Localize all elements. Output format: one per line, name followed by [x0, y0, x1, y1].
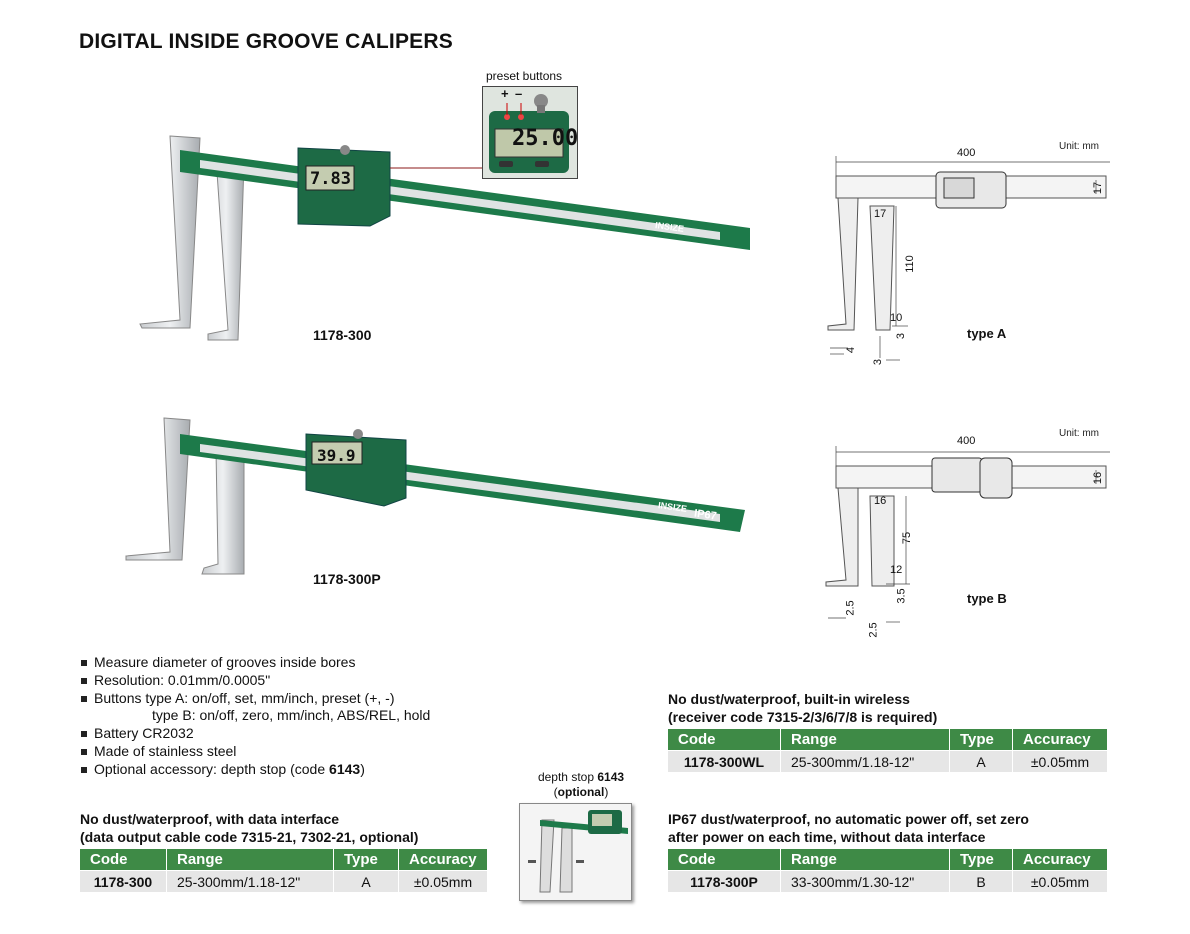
table-header-row: Code Range Type Accuracy — [668, 849, 1108, 871]
feature-item: Resolution: 0.01mm/0.0005" — [80, 672, 430, 690]
model-label-a: 1178-300 — [313, 327, 372, 343]
section-3-line1: IP67 dust/waterproof, no automatic power… — [668, 811, 1029, 827]
caliper-b-image — [125, 417, 745, 575]
unit-label-a: Unit: mm — [1059, 141, 1099, 152]
col-code: Code — [80, 849, 167, 871]
section-3-heading: IP67 dust/waterproof, no automatic power… — [668, 811, 1029, 846]
preset-buttons-label: preset buttons — [486, 69, 563, 83]
depth-stop-open: ( — [553, 785, 558, 799]
dim-a-thick: 17 — [1092, 181, 1105, 195]
dim-b-depth: 75 — [901, 531, 914, 545]
col-range: Range — [166, 849, 334, 871]
dim-a-t1: 4 — [845, 346, 858, 354]
caliper-b-lcd-readout: 39.9 — [317, 446, 356, 465]
dim-a-depth: 110 — [903, 255, 916, 273]
zoom-lcd-readout: 25.00 — [512, 126, 579, 151]
depth-stop-image — [519, 803, 632, 901]
cell-accuracy: ±0.05mm — [1012, 870, 1108, 892]
dim-a-t2: 3 — [872, 358, 885, 366]
col-accuracy: Accuracy — [398, 849, 488, 871]
accessory-close: ) — [360, 760, 365, 777]
feature-list: Measure diameter of grooves inside bores… — [80, 654, 430, 779]
dim-b-length: 400 — [957, 435, 976, 447]
depth-stop-caption: depth stop 6143 (optional) — [526, 770, 636, 800]
unit-label-b: Unit: mm — [1059, 428, 1099, 439]
col-range: Range — [780, 729, 950, 751]
cell-code: 1178-300P — [668, 870, 781, 892]
cell-range: 33-300mm/1.30-12" — [780, 870, 950, 892]
page-title: DIGITAL INSIDE GROOVE CALIPERS — [79, 30, 453, 53]
depth-stop-code: 6143 — [597, 770, 625, 784]
spec-table-1: Code Range Type Accuracy 1178-300 25-300… — [80, 849, 488, 892]
preset-plus-label: + — [501, 86, 509, 101]
table-row: 1178-300 25-300mm/1.18-12" A ±0.05mm — [80, 870, 488, 892]
type-b-drawing — [825, 446, 1110, 623]
cell-range: 25-300mm/1.18-12" — [780, 750, 950, 772]
dim-b-tip: 12 — [890, 564, 903, 576]
section-1-line2: (data output cable code 7315-21, 7302-21… — [80, 828, 419, 845]
depth-stop-close: ) — [604, 785, 609, 799]
dim-a-length: 400 — [957, 147, 976, 159]
preset-minus-label: – — [515, 86, 523, 101]
preset-zoom-image — [482, 86, 578, 179]
col-type: Type — [949, 729, 1013, 751]
model-label-b: 1178-300P — [313, 571, 381, 587]
feature-item: Battery CR2032 — [80, 725, 430, 743]
dim-b-t2: 2.5 — [867, 622, 880, 638]
dim-b-t1: 2.5 — [844, 600, 857, 616]
spec-table-2: Code Range Type Accuracy 1178-300WL 25-3… — [668, 729, 1108, 772]
col-code: Code — [668, 849, 781, 871]
table-header-row: Code Range Type Accuracy — [668, 729, 1108, 751]
col-code: Code — [668, 729, 781, 751]
feature-accessory-text: Optional accessory: depth stop (code — [94, 760, 330, 777]
feature-item: Made of stainless steel — [80, 743, 430, 761]
dim-b-tip-height: 3.5 — [895, 588, 908, 604]
feature-item: type B: on/off, zero, mm/inch, ABS/REL, … — [152, 707, 431, 724]
col-type: Type — [333, 849, 399, 871]
feature-item: Buttons type A: on/off, set, mm/inch, pr… — [80, 690, 430, 708]
depth-stop-label: depth stop — [537, 770, 598, 784]
section-2-line1: No dust/waterproof, built-in wireless — [668, 691, 910, 707]
dim-b-thick: 16 — [1092, 471, 1105, 485]
dim-a-tip: 10 — [890, 312, 903, 324]
cell-accuracy: ±0.05mm — [398, 870, 488, 892]
cell-type: A — [333, 870, 399, 892]
cell-type: A — [949, 750, 1013, 772]
type-a-label: type A — [967, 326, 1007, 341]
cell-range: 25-300mm/1.18-12" — [166, 870, 334, 892]
col-type: Type — [949, 849, 1013, 871]
section-3-line2: after power on each time, without data i… — [668, 828, 986, 845]
caliper-a-image — [139, 135, 750, 341]
section-1-heading: No dust/waterproof, with data interface … — [80, 811, 418, 846]
table-row: 1178-300WL 25-300mm/1.18-12" A ±0.05mm — [668, 750, 1108, 772]
accessory-code: 6143 — [329, 760, 361, 777]
depth-stop-optional: optional — [557, 785, 605, 799]
col-accuracy: Accuracy — [1012, 849, 1108, 871]
caliper-a-lcd-readout: 7.83 — [310, 169, 351, 189]
type-a-drawing — [827, 156, 1110, 361]
col-accuracy: Accuracy — [1012, 729, 1108, 751]
dim-a-tip-height: 3 — [895, 332, 908, 340]
feature-item: Optional accessory: depth stop (code 614… — [80, 761, 430, 779]
table-header-row: Code Range Type Accuracy — [80, 849, 488, 871]
col-range: Range — [780, 849, 950, 871]
dim-b-jaw: 16 — [874, 495, 887, 507]
dim-a-jaw: 17 — [874, 208, 887, 220]
spec-table-3: Code Range Type Accuracy 1178-300P 33-30… — [668, 849, 1108, 892]
feature-item: Measure diameter of grooves inside bores — [80, 654, 430, 672]
section-1-line1: No dust/waterproof, with data interface — [80, 811, 340, 827]
cell-code: 1178-300 — [80, 870, 167, 892]
section-2-line2: (receiver code 7315-2/3/6/7/8 is require… — [668, 708, 938, 725]
type-b-label: type B — [967, 591, 1007, 606]
cell-code: 1178-300WL — [668, 750, 781, 772]
section-2-heading: No dust/waterproof, built-in wireless (r… — [668, 691, 937, 726]
table-row: 1178-300P 33-300mm/1.30-12" B ±0.05mm — [668, 870, 1108, 892]
cell-accuracy: ±0.05mm — [1012, 750, 1108, 772]
cell-type: B — [949, 870, 1013, 892]
